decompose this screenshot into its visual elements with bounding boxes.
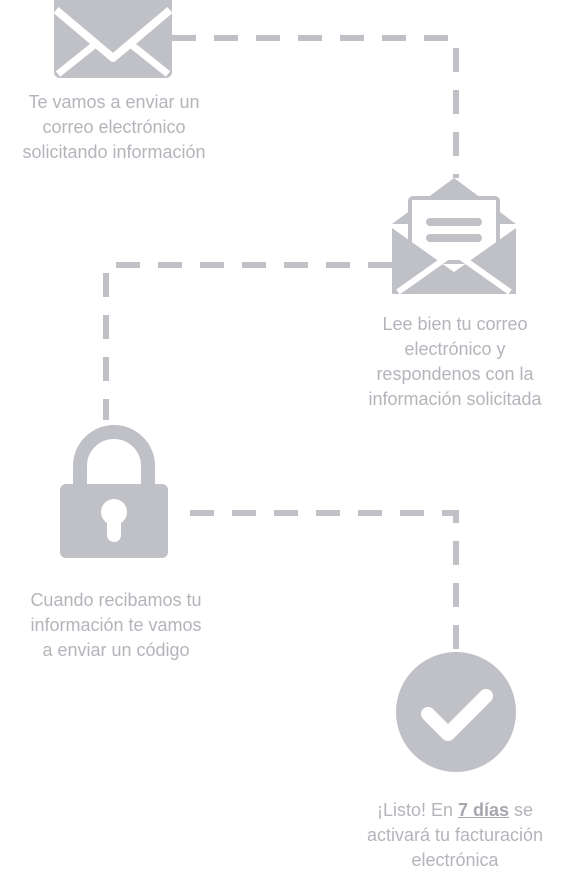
checkmark-circle-icon: [396, 652, 516, 772]
step4-line1: ¡Listo! En 7 días se: [376, 800, 534, 820]
envelope-closed-icon: [54, 0, 172, 78]
envelope-open-icon: [392, 178, 516, 295]
step2-caption: Lee bien tu correo electrónico y respond…: [368, 314, 542, 409]
connector-step3-to-step4: [190, 510, 459, 650]
connector-step2-to-step3: [103, 262, 392, 420]
step1-caption: Te vamos a enviar un correo electrónico …: [22, 92, 206, 162]
connector-step1-to-step2: [172, 35, 459, 178]
padlock-icon: [60, 425, 168, 558]
step3-caption: Cuando recibamos tu información te vamos…: [30, 590, 202, 660]
days-highlight: 7 días: [458, 800, 510, 820]
step4-caption: ¡Listo! En 7 días se activará tu factura…: [346, 798, 564, 873]
